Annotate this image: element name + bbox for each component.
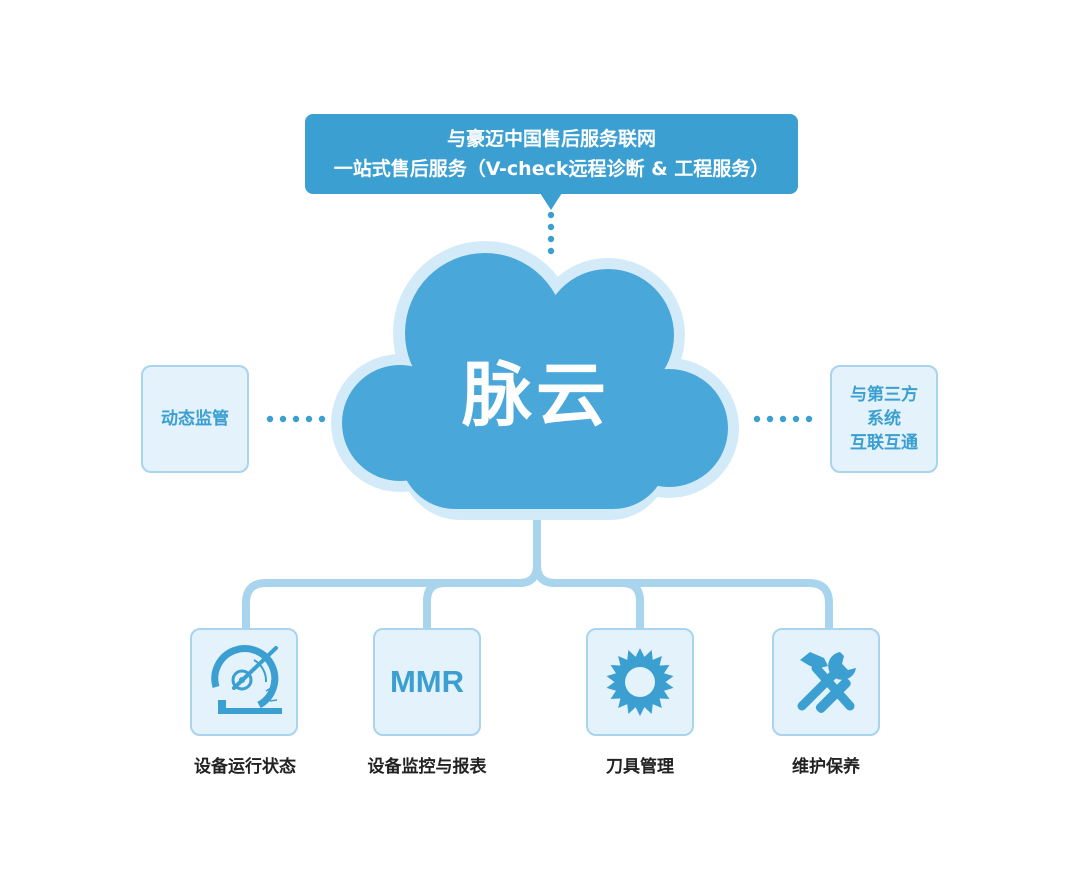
top-dotted-connector	[547, 211, 555, 255]
right-dotted-connector	[753, 415, 813, 423]
module-maintenance-label: 维护保养	[792, 757, 860, 777]
third-party-line-2: 系统	[867, 409, 901, 429]
callout-line-2: 一站式售后服务（V-check远程诊断 & 工程服务）	[333, 158, 770, 180]
wrench-hammer-icon	[797, 652, 856, 713]
cloud-shape	[331, 241, 739, 520]
left-dotted-connector	[266, 415, 326, 423]
module-maintenance	[772, 628, 880, 736]
module-tool-management	[586, 628, 694, 736]
module-monitoring-reports: MMR	[373, 628, 481, 736]
module-equipment-status	[190, 628, 298, 736]
cloud-title: 脉云	[462, 354, 610, 436]
third-party-integration-box: 与第三方 系统 互联互通	[830, 365, 938, 473]
callout-line-1: 与豪迈中国售后服务联网	[446, 128, 656, 150]
dynamic-supervision-label: 动态监管	[161, 409, 229, 429]
saw-blade-icon	[606, 648, 674, 716]
saw-machine-icon	[211, 645, 282, 714]
module-equipment-status-label: 设备运行状态	[194, 757, 296, 777]
mmr-icon: MMR	[389, 664, 465, 699]
module-monitoring-reports-label: 设备监控与报表	[367, 757, 487, 777]
callout-tail	[540, 193, 562, 210]
module-tool-management-label: 刀具管理	[606, 757, 674, 777]
tree-connector	[242, 514, 833, 634]
third-party-line-3: 互联互通	[850, 433, 918, 453]
third-party-line-1: 与第三方	[850, 385, 918, 405]
dynamic-supervision-box: 动态监管	[141, 365, 249, 473]
service-callout: 与豪迈中国售后服务联网 一站式售后服务（V-check远程诊断 & 工程服务）	[305, 114, 798, 194]
